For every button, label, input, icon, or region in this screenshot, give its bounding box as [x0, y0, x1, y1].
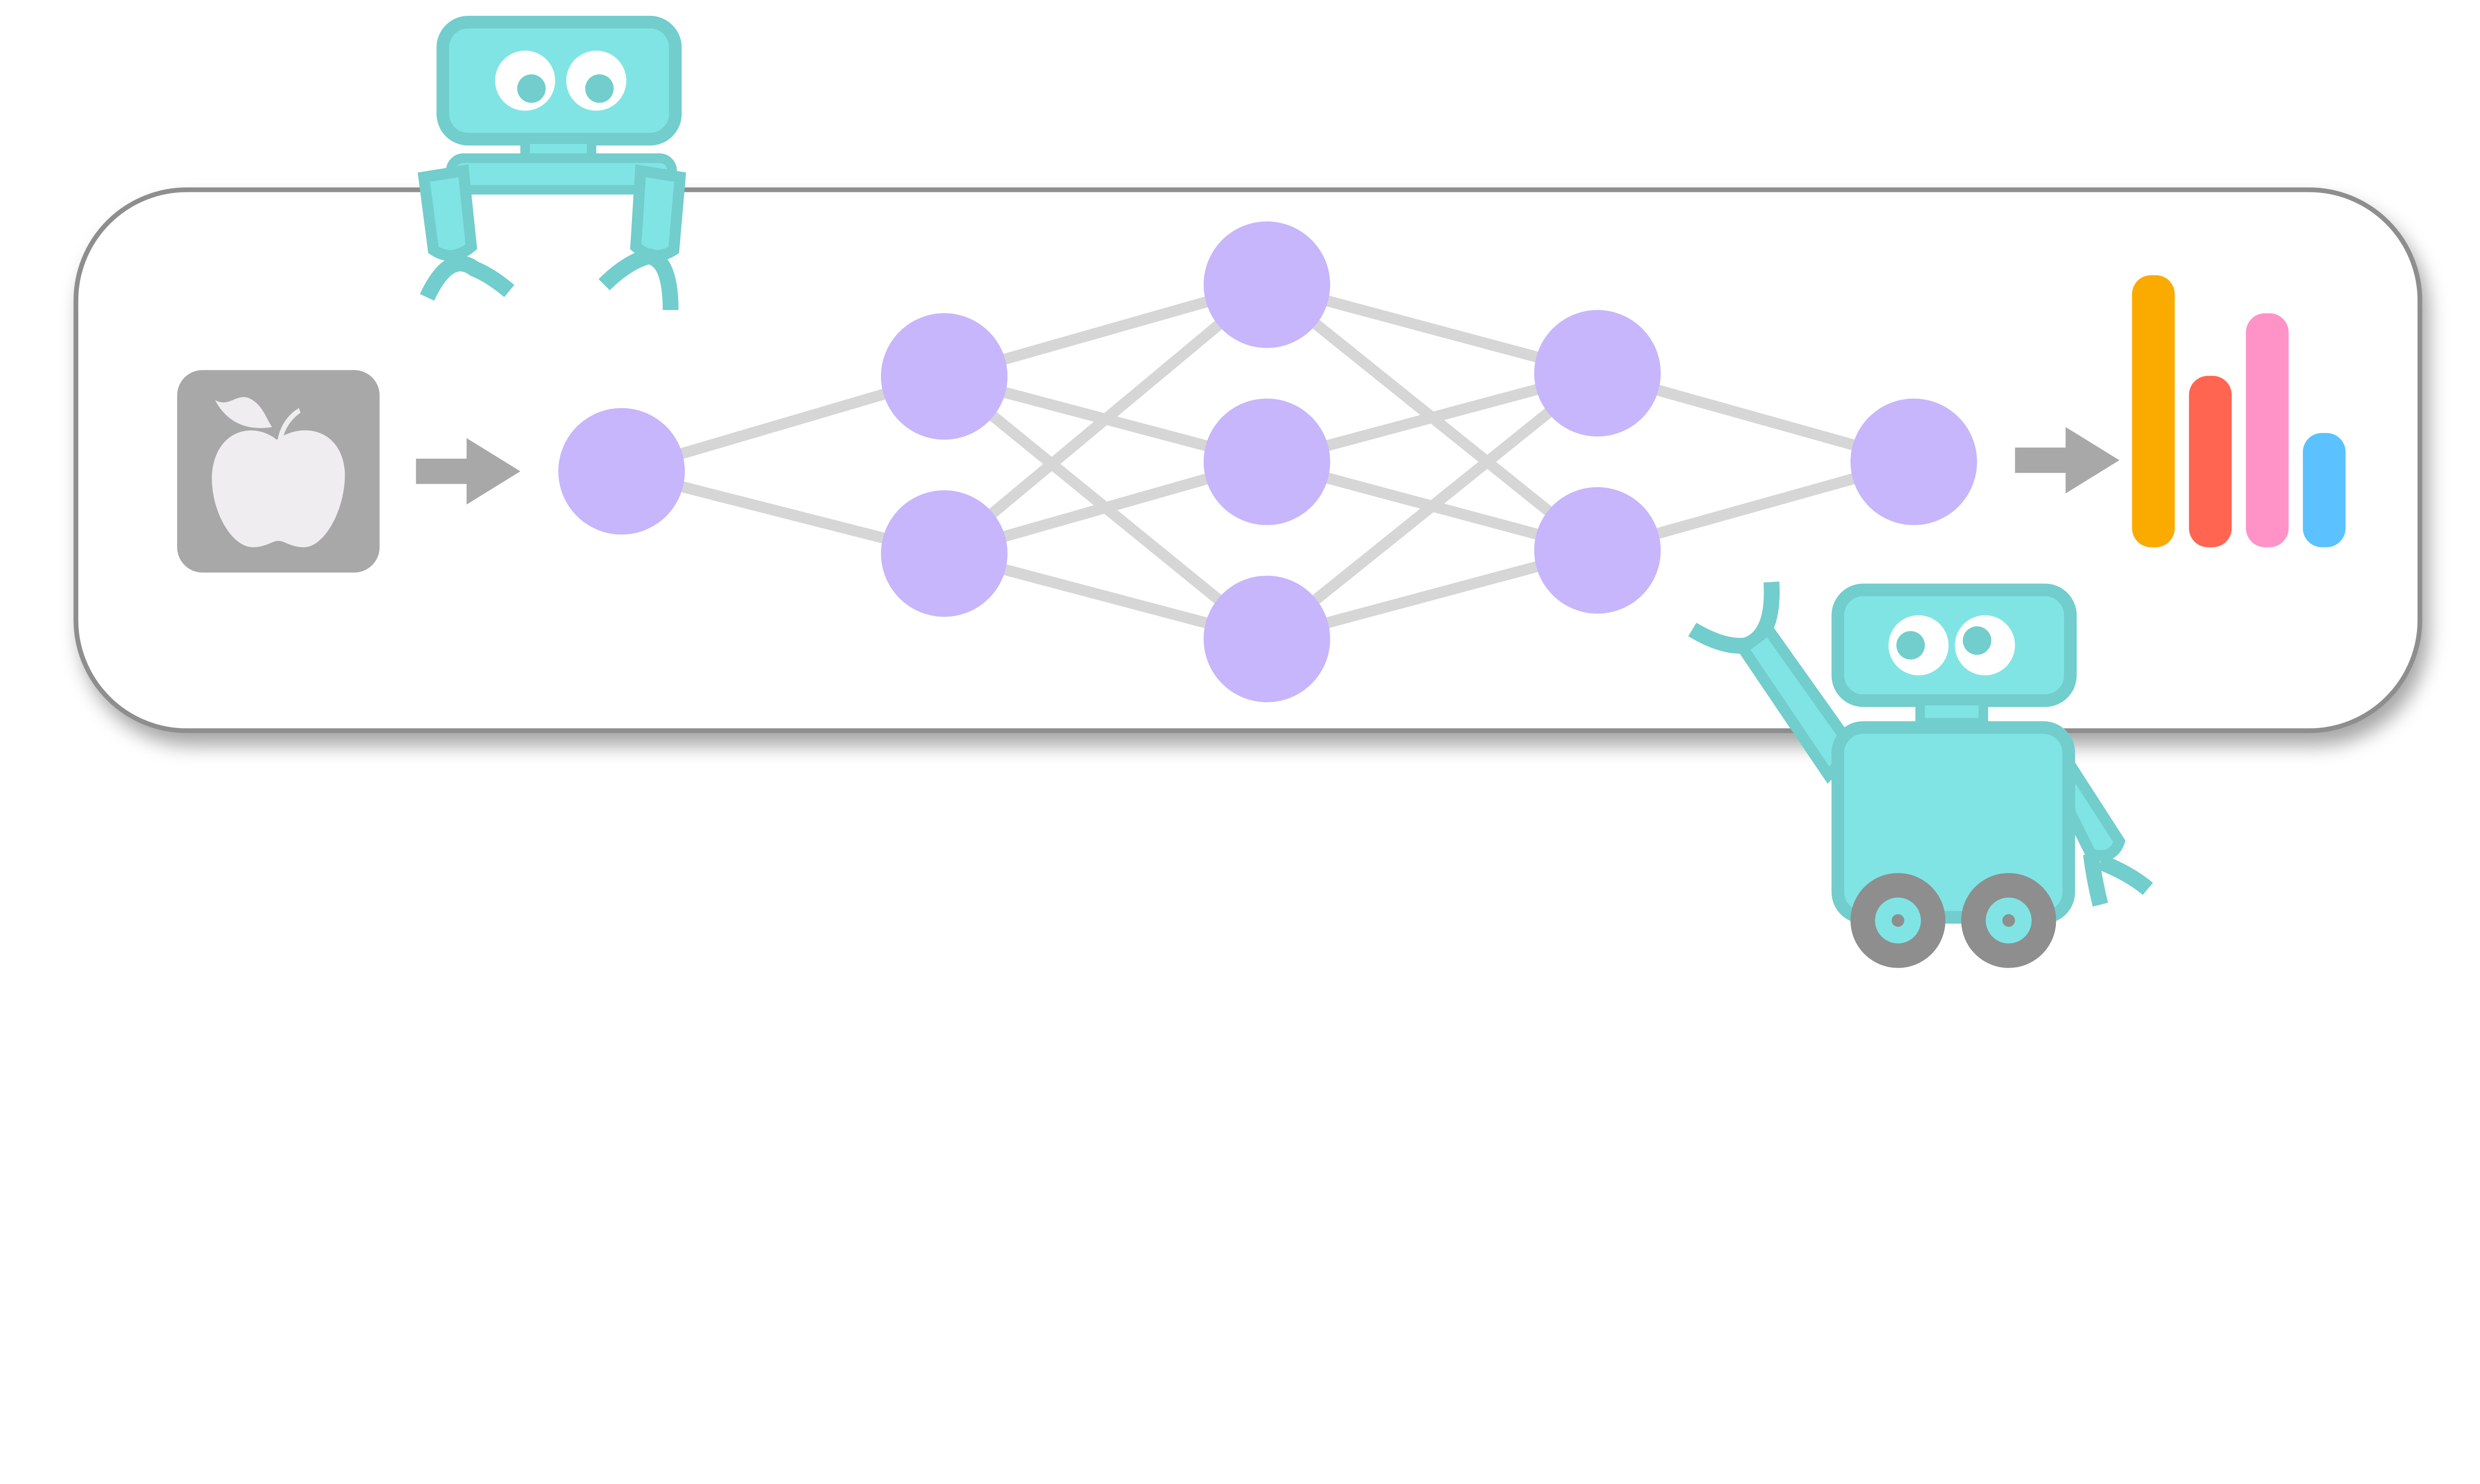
neuron-layer-4: [1534, 487, 1661, 614]
neuron-layer-5: [1850, 398, 1977, 525]
output-bar: [2246, 313, 2289, 548]
arrow-right-icon: [416, 438, 521, 505]
output-bar: [2302, 433, 2346, 548]
neuron-layer-3: [1203, 398, 1330, 525]
network-edge: [940, 280, 1271, 558]
neuron-layer-2: [881, 490, 1008, 617]
robot-icon: [1688, 581, 2153, 968]
apple-icon: [212, 397, 345, 548]
wheel-icon: [1850, 873, 1946, 968]
output-bars: [2132, 275, 2346, 548]
arrow-right-icon: [2015, 427, 2119, 494]
output-bar: [2132, 275, 2175, 548]
input-image-tile: [177, 370, 380, 573]
neuron-layer-2: [881, 313, 1008, 440]
wheel-icon: [1961, 873, 2056, 968]
network-edge: [1263, 369, 1601, 643]
neuron-layer-3: [1203, 221, 1330, 348]
network-nodes: [558, 221, 1977, 702]
neural-network-diagram: [73, 15, 2422, 968]
output-bar: [2189, 375, 2232, 548]
robot-icon: [418, 15, 686, 310]
neuron-layer-1: [558, 408, 685, 535]
neuron-layer-3: [1203, 575, 1330, 702]
neuron-layer-4: [1534, 309, 1661, 437]
